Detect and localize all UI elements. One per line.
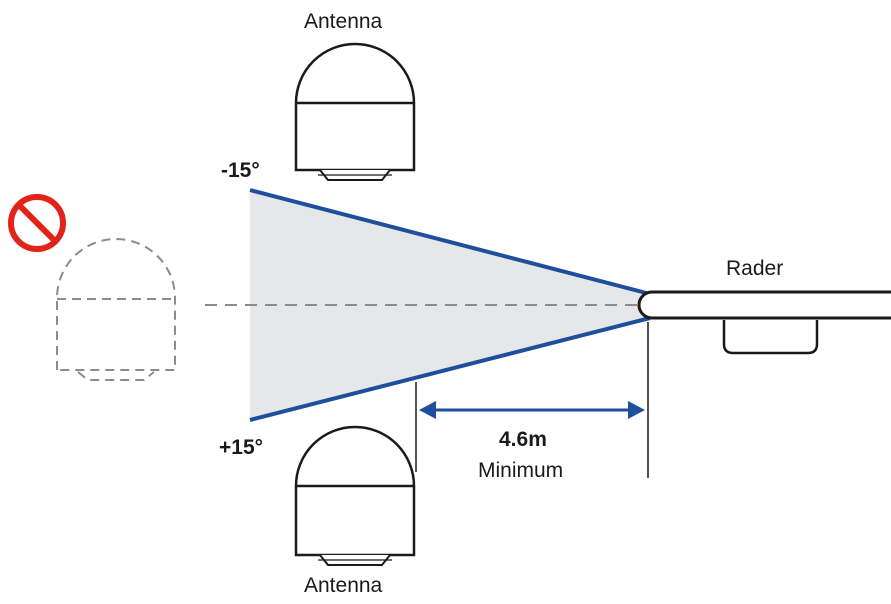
distance-note: Minimum [478,459,564,482]
distance-value: 4.6m [499,428,547,451]
antenna-bottom-label: Antenna [304,574,383,597]
antenna-prohibited-position [56,238,176,381]
antenna-dome [294,42,416,172]
angle-lower-label: +15° [219,436,264,459]
radar-arm [637,290,891,320]
antenna-dome [294,425,416,557]
antenna-top [294,42,416,181]
antenna-foot-dashed [77,371,155,381]
beam-upper-edge [249,188,651,296]
beam-lower-edge [249,316,651,422]
prohibited-icon [8,194,66,252]
radar-unit [637,290,891,355]
radar-base [722,320,819,355]
radar-label: Rader [726,257,784,280]
antenna-top-label: Antenna [304,10,383,33]
dimension-arrow-left [419,401,436,419]
angle-upper-label: -15° [221,159,260,182]
dimension-arrow-right [628,401,645,419]
antenna-dome-dashed [56,238,176,371]
antenna-bottom [294,425,416,566]
